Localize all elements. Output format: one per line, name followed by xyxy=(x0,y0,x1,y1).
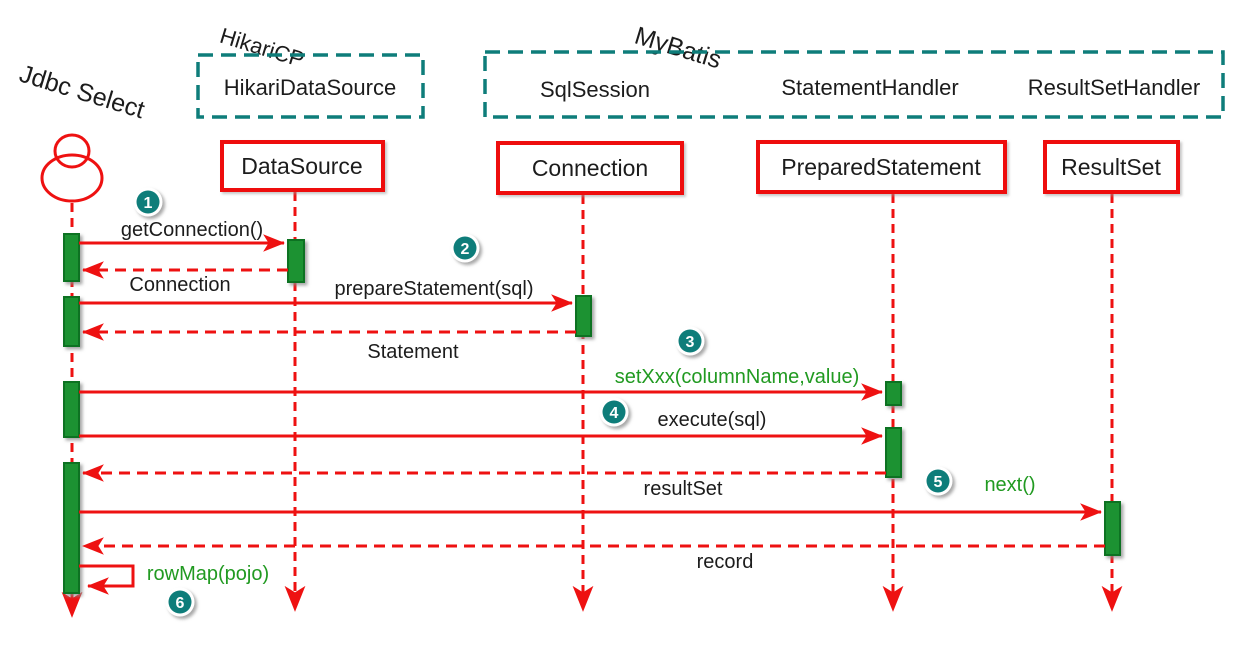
badge-2: 2 xyxy=(450,233,480,263)
participant-label-preparedstatement: PreparedStatement xyxy=(781,154,981,180)
message-label-setxxx: setXxx(columnName,value) xyxy=(615,366,860,388)
return-label-resultset: resultSet xyxy=(644,478,723,500)
message-label-execute: execute(sql) xyxy=(658,409,767,431)
activation-bar-actor-1 xyxy=(63,233,80,282)
frame-mybatis xyxy=(483,50,1225,119)
frame-member-statementhandler: StatementHandler xyxy=(781,75,958,100)
frame-hikaricp-label: HikariCP xyxy=(217,23,307,72)
badge-6: 6 xyxy=(165,587,195,617)
badge-4-number: 4 xyxy=(610,405,619,422)
activation-bar-preparedstatement-1 xyxy=(885,381,902,406)
activation-bar-actor-4 xyxy=(63,462,80,594)
participant-label-connection: Connection xyxy=(532,155,648,181)
frame-member-resultsethandler: ResultSetHandler xyxy=(1028,75,1200,100)
participant-box-connection: Connection xyxy=(496,141,684,195)
badge-1-number: 1 xyxy=(144,195,153,212)
participant-box-datasource: DataSource xyxy=(220,140,385,192)
badge-4: 4 xyxy=(599,397,629,427)
message-arrow-rowmap-self xyxy=(79,564,135,595)
badge-6-number: 6 xyxy=(176,595,185,612)
badge-3: 3 xyxy=(675,326,705,356)
badge-2-number: 2 xyxy=(461,241,470,258)
message-label-rowmap: rowMap(pojo) xyxy=(147,563,269,585)
diagram-title: Jdbc Select xyxy=(16,60,148,125)
badge-1: 1 xyxy=(133,187,163,217)
activation-bar-datasource xyxy=(287,239,305,283)
participant-label-datasource: DataSource xyxy=(241,153,362,179)
return-label-record: record xyxy=(697,551,754,573)
return-label-connection: Connection xyxy=(129,274,230,296)
badge-5-number: 5 xyxy=(934,474,943,491)
message-label-preparestatement: prepareStatement(sql) xyxy=(335,278,534,300)
badge-5: 5 xyxy=(923,466,953,496)
frame-member-hikaridatasource: HikariDataSource xyxy=(224,75,396,100)
message-label-getconnection: getConnection() xyxy=(121,219,263,241)
activation-bar-actor-3 xyxy=(63,381,80,438)
participant-box-resultset: ResultSet xyxy=(1043,140,1180,194)
activation-bar-actor-2 xyxy=(63,296,80,347)
return-label-statement: Statement xyxy=(367,341,459,363)
frame-mybatis-label: MyBatis xyxy=(631,22,724,75)
participant-box-preparedstatement: PreparedStatement xyxy=(756,140,1007,194)
frame-hikaricp xyxy=(196,53,425,119)
activation-bar-preparedstatement-2 xyxy=(885,427,902,478)
actor-icon xyxy=(40,133,104,203)
participant-label-resultset: ResultSet xyxy=(1061,154,1161,180)
badge-3-number: 3 xyxy=(686,334,695,351)
activation-bar-connection xyxy=(575,295,592,337)
message-label-next: next() xyxy=(984,474,1035,496)
activation-bar-resultset xyxy=(1104,501,1121,556)
frame-member-sqlsession: SqlSession xyxy=(540,77,650,102)
